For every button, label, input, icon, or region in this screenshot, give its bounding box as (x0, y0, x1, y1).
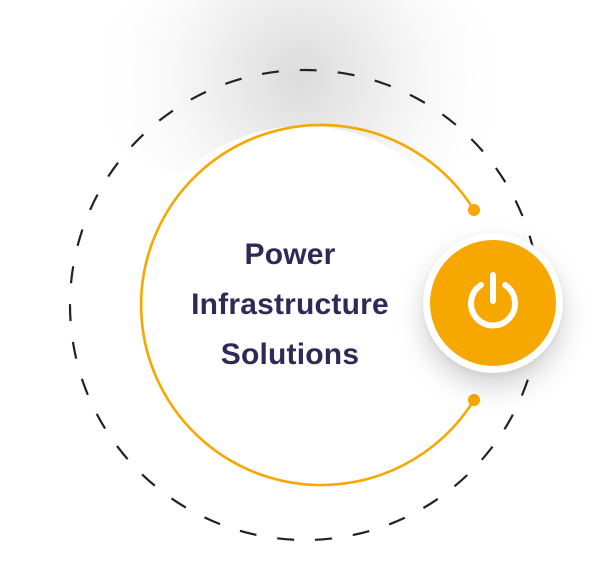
orange-arc (139, 123, 476, 487)
arc-end-dot-bottom (468, 394, 480, 406)
arc-end-dot-top (468, 204, 480, 216)
power-button[interactable] (423, 233, 563, 373)
title-line-3: Solutions (220, 338, 360, 371)
top-shadow (70, 0, 530, 190)
power-button-face[interactable] (430, 240, 556, 366)
power-icon (468, 272, 518, 329)
title-line-1: Power (244, 238, 336, 271)
inner-disc (126, 126, 482, 482)
title-line-2: Infrastructure (191, 288, 389, 321)
center-title: Power Infrastructure Solutions (140, 230, 440, 380)
